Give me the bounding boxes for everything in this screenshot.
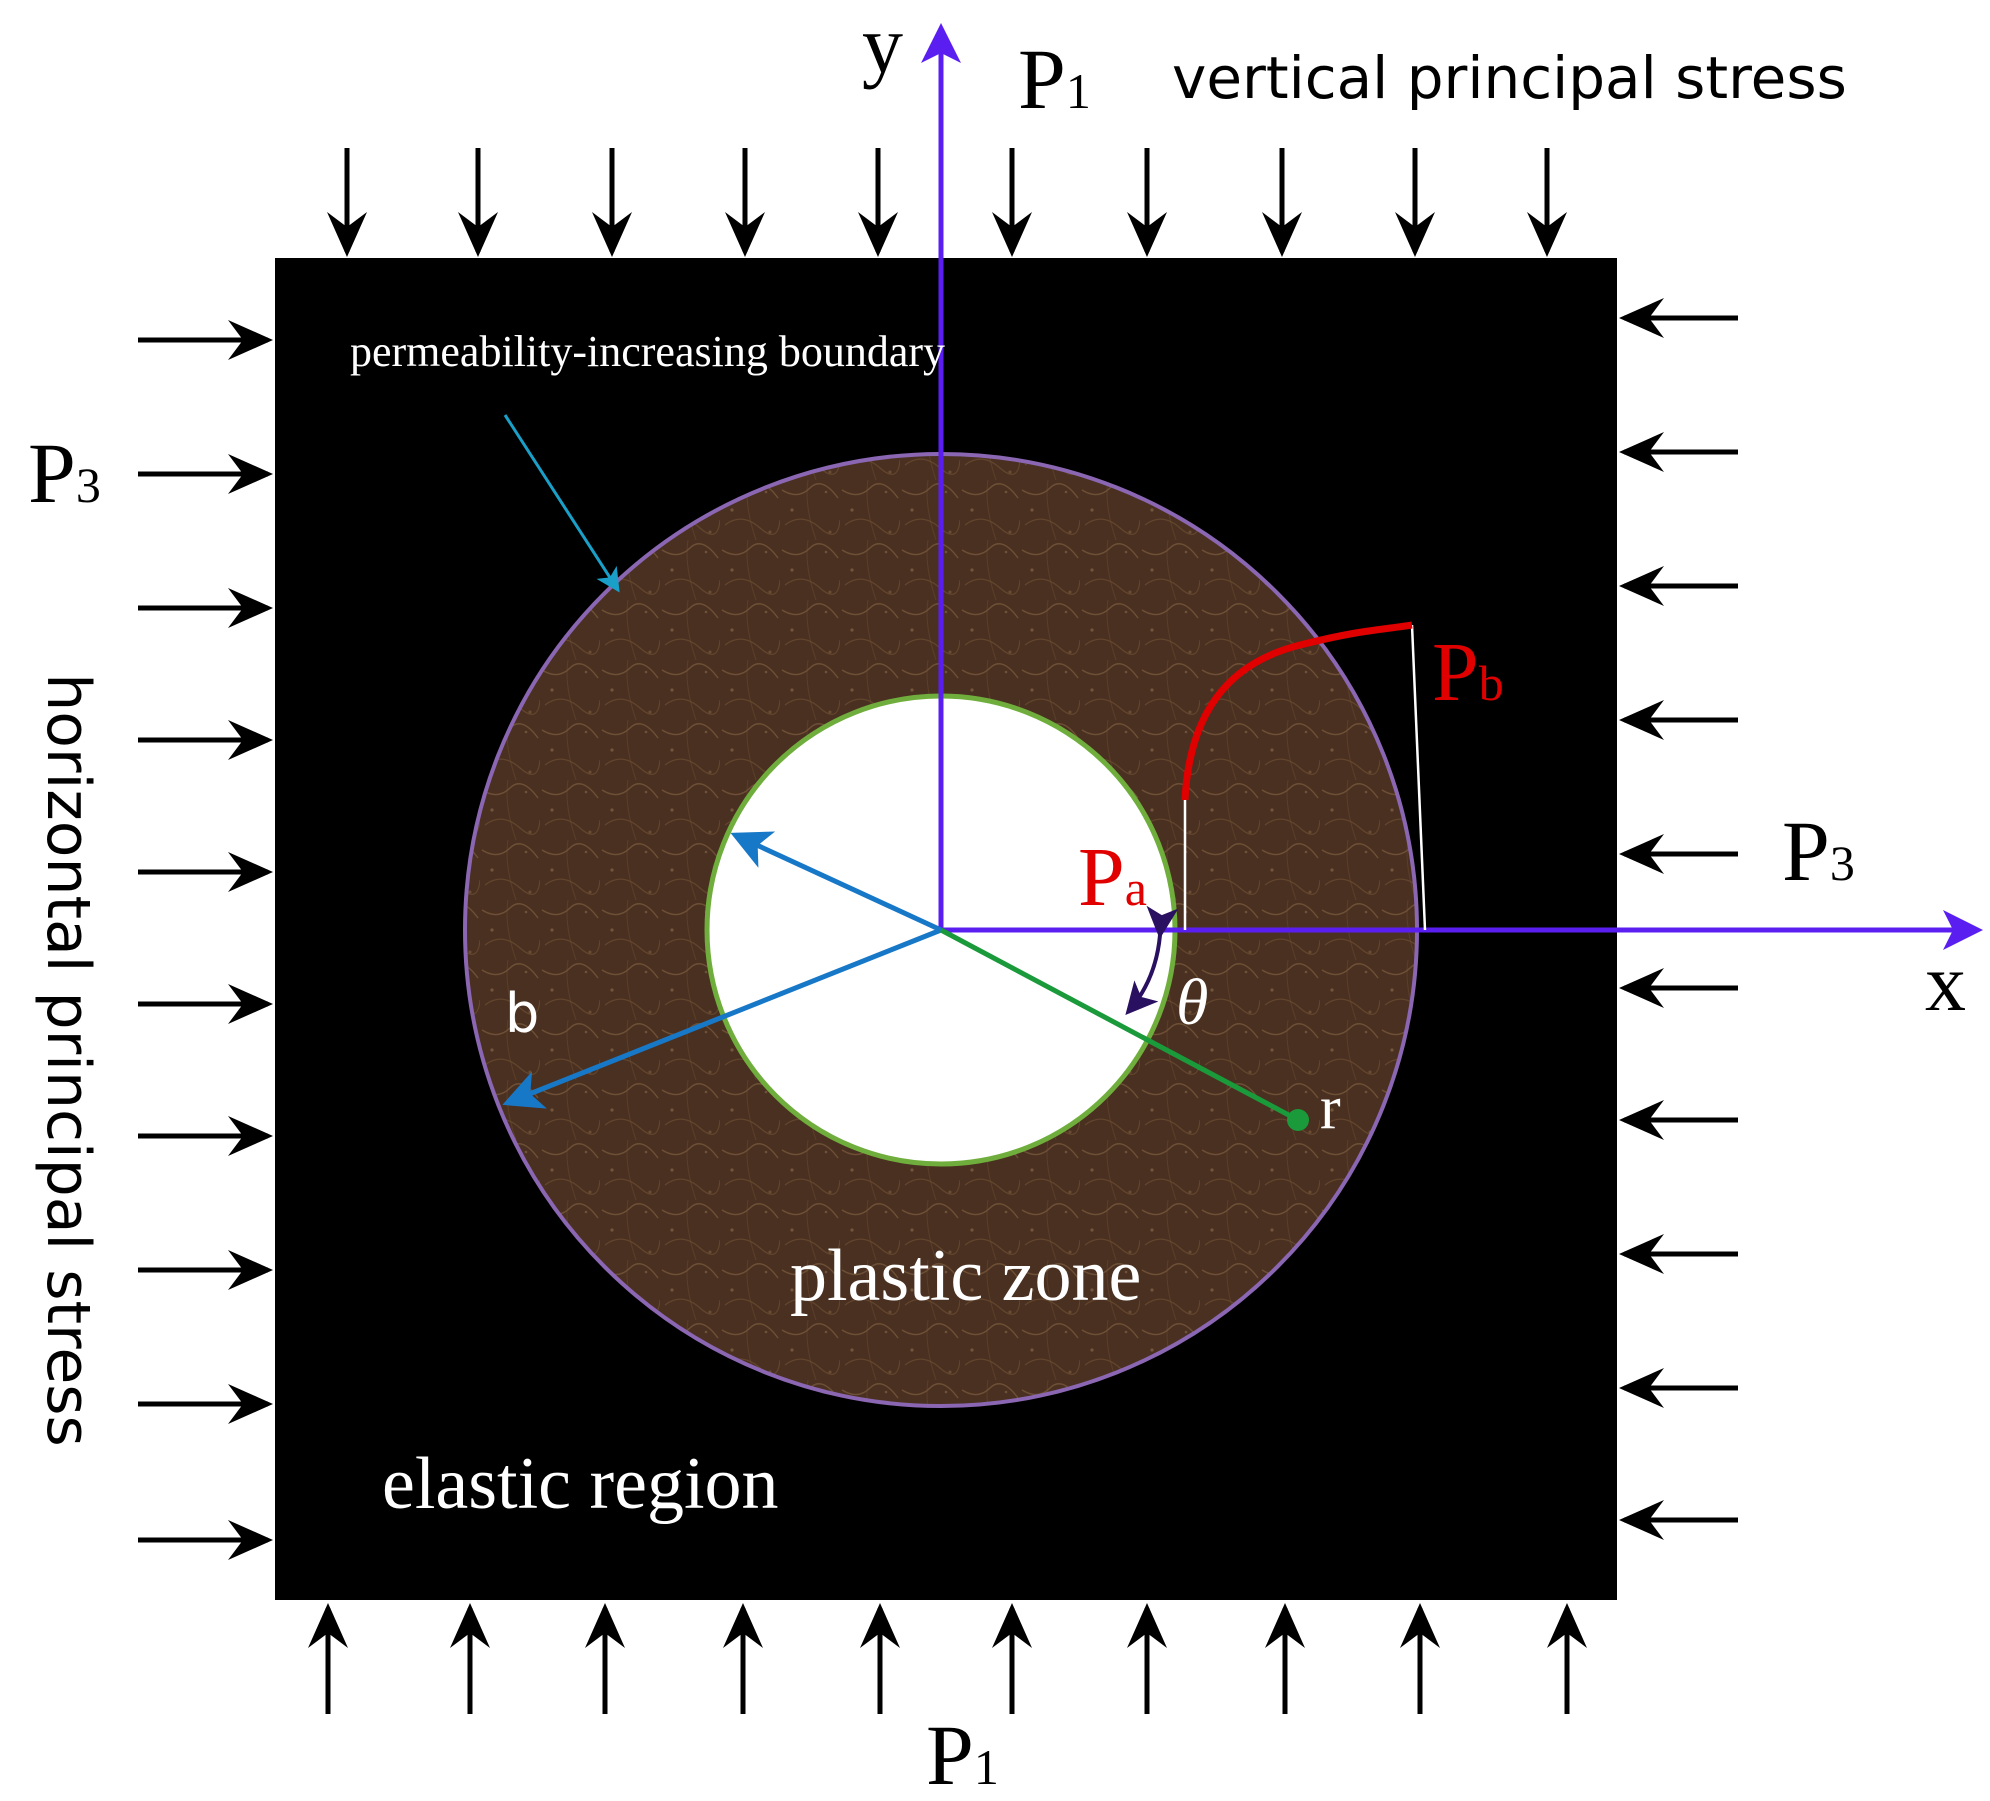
p1-top-label: P1 — [1018, 31, 1091, 127]
theta-label: θ — [1176, 966, 1208, 1039]
theta-angle-arrow — [1125, 905, 1179, 1016]
x-axis-label: x — [1925, 937, 1966, 1028]
radius-a-arrow — [730, 831, 943, 933]
load-arrows-group — [138, 148, 1738, 1714]
pb-guide-line — [1410, 624, 1427, 931]
radius-b-label: b — [505, 982, 539, 1045]
pb-label: Pb — [1432, 626, 1504, 719]
radial-point-r — [1287, 1109, 1309, 1131]
radial-line-r — [939, 927, 1300, 1123]
boundary-pointer-arrow — [503, 414, 620, 593]
p3-left-label: P3 — [28, 425, 101, 521]
p1-bottom-label: P1 — [926, 1707, 999, 1801]
permeability-boundary-label: permeability-increasing boundary — [350, 327, 945, 376]
radius-b-arrow — [502, 927, 942, 1109]
radial-r-label: r — [1320, 1074, 1341, 1142]
p3-right-label: P3 — [1782, 803, 1855, 899]
y-axis-label: y — [862, 0, 903, 90]
pressure-curve — [1181, 621, 1413, 801]
elastic-region-label: elastic region — [382, 1443, 779, 1525]
radius-a-label: a — [778, 772, 811, 835]
horizontal-stress-label: horizontal principal stress — [33, 673, 103, 1447]
vertical-stress-label: vertical principal stress — [1172, 44, 1847, 112]
pa-label: Pa — [1078, 831, 1147, 924]
plastic-zone-label: plastic zone — [790, 1235, 1141, 1317]
